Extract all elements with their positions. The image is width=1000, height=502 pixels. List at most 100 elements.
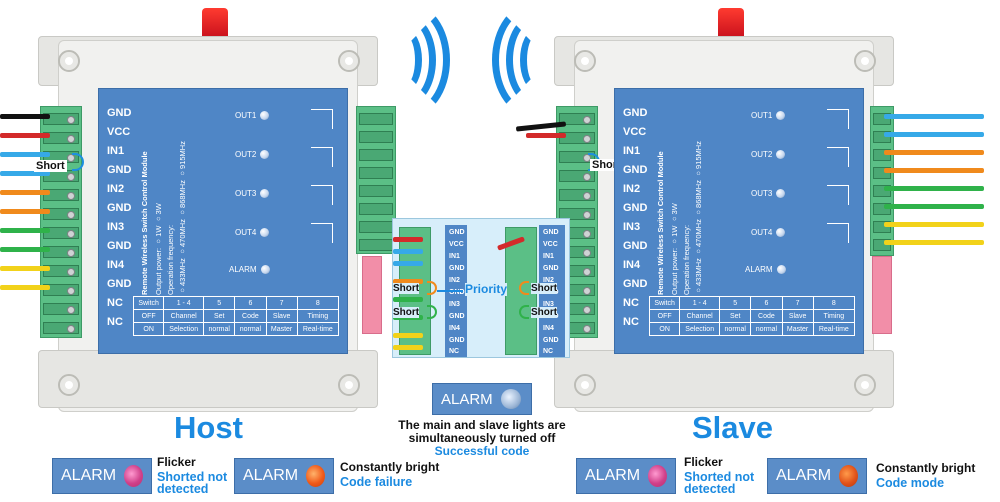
inset-pin-label: GND (449, 229, 465, 236)
host-output-terminal (356, 106, 396, 254)
led-icon (260, 111, 270, 120)
pin-label: GND (623, 240, 648, 252)
wire (0, 114, 50, 119)
out3-indicator: OUT3 (751, 189, 786, 198)
inset-pin-label: NC (543, 348, 554, 355)
wire (393, 279, 423, 284)
pin-label: IN3 (107, 221, 125, 233)
slave-flicker-desc1: Shorted not (684, 470, 755, 484)
inset-pin-label: VCC (543, 241, 558, 248)
inset-pin-label: GND (449, 337, 465, 344)
relay-icon (311, 109, 333, 129)
inset-pin-label: IN2 (449, 277, 460, 284)
priority-label: Priority (465, 282, 508, 296)
host-antenna (202, 8, 228, 38)
slave-bright-desc: Code mode (876, 476, 945, 490)
relay-icon (311, 147, 333, 167)
pin-label: GND (107, 164, 132, 176)
module-specs: Operation frequency: (166, 224, 175, 295)
pin-label: GND (107, 202, 132, 214)
host-panel: GND VCC IN1 GND IN2 GND IN3 GND IN4 GND … (98, 88, 348, 354)
pin-label: VCC (623, 126, 647, 138)
host-label: Host (174, 410, 243, 445)
pin-label: NC (107, 297, 123, 309)
slave-dip-switch (872, 256, 892, 334)
alarm-label: ALARM (441, 390, 493, 408)
led-icon (776, 228, 786, 237)
pin-label: GND (107, 240, 132, 252)
led-icon (776, 265, 786, 274)
module-title: Remote Wireless Switch Control Module (140, 151, 149, 295)
host-short-label: Short (34, 160, 67, 172)
host-mount-hole (58, 50, 80, 72)
pin-label: IN2 (623, 183, 641, 195)
host-flicker-desc2: detected (157, 482, 209, 496)
wire (884, 132, 984, 137)
center-caption-line2: simultaneously turned off (408, 431, 556, 445)
slave-bright-title: Constantly bright (876, 461, 976, 475)
pin-label: VCC (107, 126, 131, 138)
slave-bright-alarm: ALARM (767, 458, 867, 494)
pin-label: GND (623, 202, 648, 214)
relay-icon (311, 223, 333, 243)
pin-label: GND (623, 278, 648, 290)
inset-pin-label: GND (449, 313, 465, 320)
wire (393, 345, 423, 350)
wire (0, 247, 50, 252)
led-flicker-icon (124, 465, 143, 487)
wire (884, 114, 984, 119)
inset-pin-label: IN3 (543, 301, 554, 308)
relay-icon (311, 185, 333, 205)
inset-pin-label: NC (449, 348, 460, 355)
wire (884, 222, 984, 227)
wire (393, 261, 423, 266)
out1-indicator: OUT1 (751, 111, 786, 120)
wire (0, 285, 50, 290)
led-icon (260, 265, 270, 274)
wire (0, 133, 50, 138)
pin-label: GND (623, 107, 648, 119)
wire (0, 228, 50, 233)
relay-icon (827, 185, 849, 205)
slave-antenna (718, 8, 744, 38)
inset-pin-label: GND (449, 289, 465, 296)
wire (0, 171, 50, 176)
slave-switch-table: Switch 1 - 4 5 6 7 8 OFF Channel Set Cod… (648, 296, 856, 336)
pin-label: IN4 (623, 259, 641, 271)
host-flicker-title: Flicker (157, 455, 196, 469)
alarm-indicator: ALARM (229, 265, 270, 274)
short-loop-orange (519, 281, 529, 295)
priority-inset: GND VCC IN1 GND IN2 GND IN3 GND IN4 GND … (392, 218, 570, 358)
led-icon (260, 189, 270, 198)
inset-short-label: Short (393, 307, 420, 318)
host-mount-hole (58, 374, 80, 396)
inset-pin-label: IN2 (543, 277, 554, 284)
led-icon (776, 150, 786, 159)
slave-output-terminal (870, 106, 894, 256)
host-bright-alarm: ALARM (234, 458, 334, 494)
host-input-terminal (40, 106, 82, 338)
center-caption-line1: The main and slave lights are (398, 418, 566, 432)
slave-flicker-desc2: detected (684, 482, 736, 496)
module-specs: ○433MHz ○470MHz ○868MHz ○915MHz (178, 141, 187, 295)
slave-mount-hole (854, 50, 876, 72)
pin-label: GND (623, 164, 648, 176)
wire (884, 186, 984, 191)
center-alarm-box: ALARM (432, 383, 532, 415)
inset-pin-label: IN3 (449, 301, 460, 308)
wire (884, 204, 984, 209)
out2-indicator: OUT2 (751, 150, 786, 159)
out4-indicator: OUT4 (751, 228, 786, 237)
slave-mount-hole (574, 374, 596, 396)
center-caption-line3: Successful code (434, 444, 530, 458)
wire (884, 240, 984, 245)
module-specs: Output power: ○1W ○3W (154, 203, 163, 295)
slave-mount-hole (854, 374, 876, 396)
slave-flicker-alarm: ALARM (576, 458, 676, 494)
module-title: Remote Wireless Switch Control Module (656, 151, 665, 295)
inset-short-label: Short (531, 307, 558, 318)
inset-short-label: Short (393, 283, 420, 294)
led-bright-icon (839, 465, 858, 487)
inset-pin-label: GND (543, 265, 559, 272)
wire (526, 133, 566, 138)
